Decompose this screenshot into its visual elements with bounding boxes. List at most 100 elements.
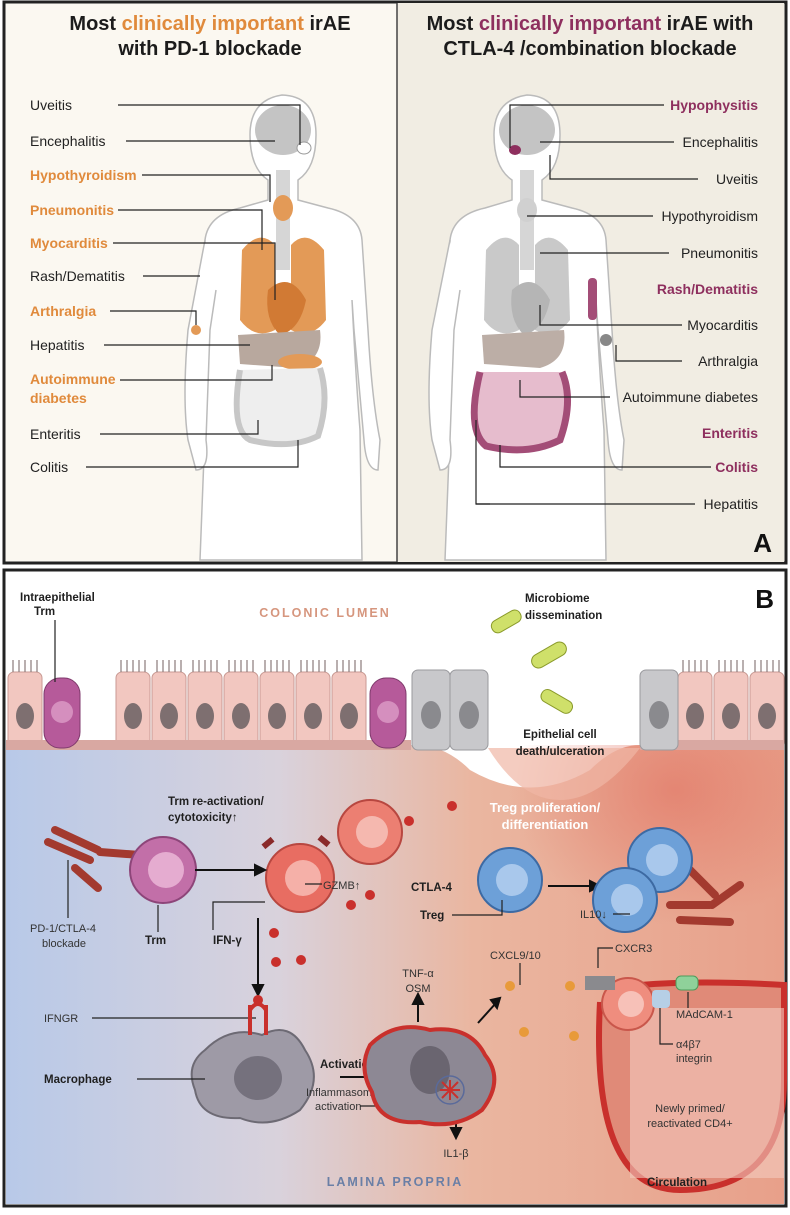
left-label-encephalitis: Encephalitis [30, 133, 106, 149]
right-pituitary [509, 145, 521, 155]
label-newly-2: reactivated CD4+ [647, 1118, 732, 1130]
cd4-cell [585, 975, 699, 1031]
epithelial-nucleus [722, 703, 740, 729]
label-colonic-lumen: COLONIC LUMEN [259, 606, 391, 620]
label-pd1-1: PD-1/CTLA-4 [30, 923, 96, 935]
gzmb-cell [337, 799, 403, 865]
right-label-hypothyroidism: Hypothyroidism [662, 208, 758, 224]
left-pancreas [278, 354, 322, 370]
right-label-hypophysitis: Hypophysitis [670, 97, 758, 113]
label-microbiome-1: Microbiome [525, 593, 590, 605]
left-label-pneumonitis: Pneumonitis [30, 202, 114, 218]
right-label-rash: Rash/Dematitis [657, 281, 758, 297]
left-lung-l [240, 237, 275, 334]
left-brain [255, 105, 311, 155]
label-il10: IL10↓ [580, 909, 607, 921]
right-label-enteritis: Enteritis [702, 425, 758, 441]
epithelial-nucleus [686, 703, 704, 729]
left-body-illustration [184, 94, 381, 561]
label-a4b7-2: integrin [676, 1053, 712, 1065]
left-eye [296, 141, 312, 155]
left-title-line2: with PD-1 blockade [117, 38, 301, 60]
bacteria [490, 609, 574, 714]
label-epithelial-1: Epithelial cell [523, 729, 597, 741]
left-label-rash: Rash/Dematitis [30, 268, 125, 284]
label-intraepithelial: Intraepithelial [20, 592, 95, 604]
label-il1b: IL1-β [443, 1148, 468, 1160]
label-trm-reactivation-1: Trm re-activation/ [168, 796, 265, 808]
label-a4b7-1: α4β7 [676, 1039, 701, 1051]
panel-b-letter: B [755, 584, 774, 614]
right-label-myocarditis: Myocarditis [687, 317, 758, 333]
right-label-encephalitis: Encephalitis [683, 134, 759, 150]
left-thyroid [273, 195, 293, 221]
activated-macrophage-cell [362, 1025, 497, 1127]
macrophage-cell [190, 995, 315, 1124]
right-label-autoimmune-diabetes: Autoimmune diabetes [623, 389, 758, 405]
left-label-hepatitis: Hepatitis [30, 337, 84, 353]
label-activation: Activation [320, 1059, 376, 1071]
right-label-arthralgia: Arthralgia [698, 353, 758, 369]
right-brain [499, 105, 555, 155]
epithelial-nucleus [758, 703, 776, 729]
left-labels: Uveitis Encephalitis Hypothyroidism Pneu… [30, 97, 137, 475]
label-trm-reactivation-2: cytotoxicity↑ [168, 812, 238, 824]
epithelium [6, 660, 785, 751]
label-cxcl: CXCL9/10 [490, 950, 541, 962]
label-gzmb: GZMB↑ [323, 880, 360, 892]
activated-trm-cell [261, 834, 335, 913]
epithelial-nucleus [268, 703, 286, 729]
left-joint [191, 325, 201, 335]
right-labels: Hypophysitis Encephalitis Uveitis Hypoth… [623, 97, 759, 512]
epithelial-nucleus [340, 703, 358, 729]
label-ifng: IFN-γ [213, 935, 242, 947]
label-pd1-2: blockade [42, 938, 86, 950]
label-madcam: MAdCAM-1 [676, 1009, 733, 1021]
right-label-colitis: Colitis [715, 459, 758, 475]
blood-vessel [596, 979, 787, 1194]
treg-cells-proliferated [592, 827, 693, 933]
right-title-line1: Most clinically important irAE with [427, 13, 754, 35]
right-title-line2: CTLA-4 /combination blockade [443, 38, 736, 60]
label-ctla4: CTLA-4 [411, 882, 452, 894]
label-osm: OSM [405, 983, 430, 995]
label-treg: Treg [420, 910, 444, 922]
antibody-right [666, 866, 744, 926]
label-cxcr3: CXCR3 [615, 943, 652, 955]
treg-cell [477, 847, 543, 913]
right-label-pneumonitis: Pneumonitis [681, 245, 758, 261]
label-microbiome-2: dissemination [525, 610, 602, 622]
left-leaders [86, 104, 301, 468]
label-newly-1: Newly primed/ [655, 1103, 726, 1115]
left-heart [267, 282, 306, 335]
left-label-autoimmune: Autoimmune [30, 371, 116, 387]
epithelial-nucleus [232, 703, 250, 729]
left-label-uveitis: Uveitis [30, 97, 72, 113]
label-tnf: TNF-α [402, 968, 434, 980]
right-rash [588, 278, 597, 320]
right-leaders [475, 104, 711, 505]
epithelial-nucleus [124, 703, 142, 729]
right-label-hepatitis: Hepatitis [704, 496, 758, 512]
left-label-arthralgia: Arthralgia [30, 303, 96, 319]
epithelial-nucleus [16, 703, 34, 729]
left-label-hypothyroidism: Hypothyroidism [30, 167, 137, 183]
left-title-line1: Most clinically important irAE [69, 13, 350, 35]
left-label-enteritis: Enteritis [30, 426, 81, 442]
epithelial-nucleus [196, 703, 214, 729]
right-label-uveitis: Uveitis [716, 171, 758, 187]
cytokine-dots [269, 801, 579, 1041]
label-circulation: Circulation [647, 1177, 707, 1189]
right-joint [600, 334, 612, 346]
label-inflammasome-1: Inflammasome [306, 1087, 378, 1099]
left-label-myocarditis: Myocarditis [30, 235, 108, 251]
label-epithelial-2: death/ulceration [516, 746, 605, 758]
left-label-diabetes: diabetes [30, 390, 87, 406]
label-macrophage: Macrophage [44, 1074, 112, 1086]
label-lamina-propria: LAMINA PROPRIA [327, 1175, 464, 1189]
epithelial-nucleus [160, 703, 178, 729]
label-trm: Trm [145, 935, 166, 947]
left-label-colitis: Colitis [30, 459, 68, 475]
